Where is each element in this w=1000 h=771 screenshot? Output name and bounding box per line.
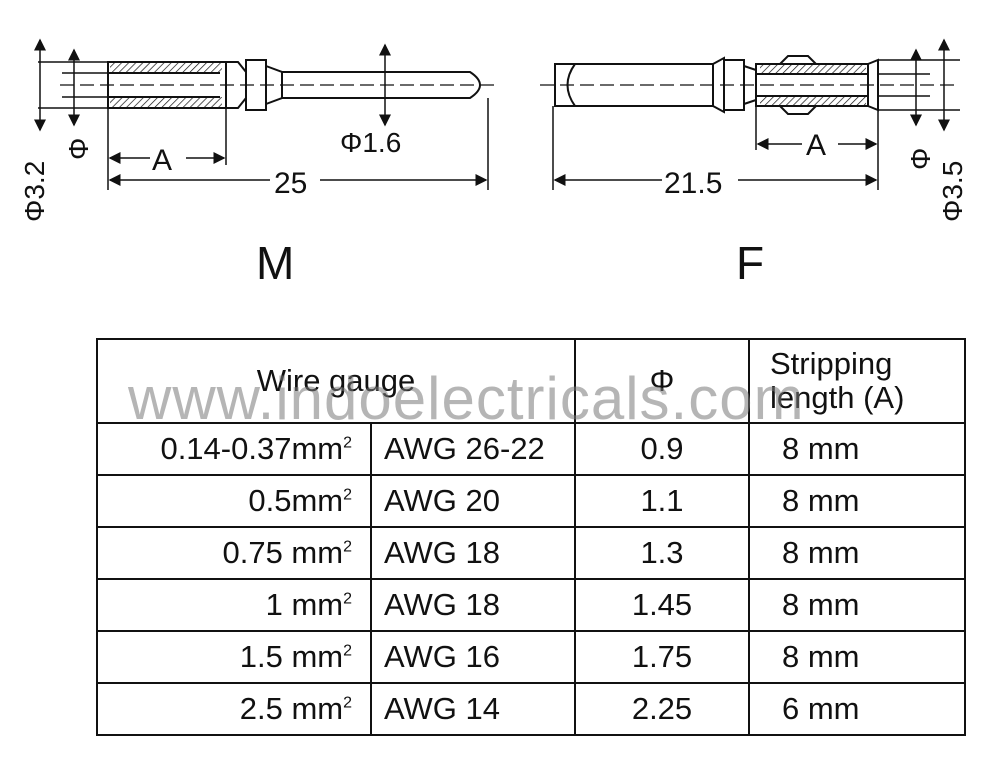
- cell-mm2: 1 mm2: [96, 578, 372, 632]
- table-row: 0.5mm2 AWG 20 1.1 8 mm: [96, 474, 966, 528]
- cell-mm2: 0.75 mm2: [96, 526, 372, 580]
- cell-length: 8 mm: [748, 630, 966, 684]
- male-label: M: [256, 237, 295, 289]
- mm2-value: 0.14-0.37mm: [160, 431, 344, 466]
- female-dim-length: 21.5: [664, 167, 722, 200]
- cell-awg: AWG 18: [370, 526, 576, 580]
- female-label: F: [736, 237, 765, 289]
- female-dim-a: A: [806, 129, 826, 162]
- mm2-value: 2.5 mm: [239, 691, 344, 726]
- cell-length: 8 mm: [748, 422, 966, 476]
- mm2-value: 1.5 mm: [239, 639, 344, 674]
- cell-awg: AWG 18: [370, 578, 576, 632]
- cell-awg: AWG 20: [370, 474, 576, 528]
- cell-phi: 1.75: [574, 630, 750, 684]
- technical-drawing: A 25 Φ1.6 Φ Φ3.2: [19, 38, 968, 222]
- female-contact: [540, 55, 960, 115]
- header-stripping-line1: Stripping: [770, 346, 893, 381]
- mm2-exponent: 2: [343, 694, 352, 712]
- cell-phi: 1.1: [574, 474, 750, 528]
- cell-awg: AWG 16: [370, 630, 576, 684]
- table-row: 0.14-0.37mm2 AWG 26-22 0.9 8 mm: [96, 422, 966, 476]
- header-phi: Φ: [574, 338, 750, 424]
- cell-length: 6 mm: [748, 682, 966, 736]
- female-dim-phi: Φ: [905, 148, 936, 170]
- cell-awg: AWG 14: [370, 682, 576, 736]
- cell-length: 8 mm: [748, 526, 966, 580]
- cell-mm2: 1.5 mm2: [96, 630, 372, 684]
- mm2-value: 0.75 mm: [222, 535, 344, 570]
- mm2-exponent: 2: [343, 434, 352, 452]
- mm2-value: 0.5mm: [248, 483, 344, 518]
- cell-awg: AWG 26-22: [370, 422, 576, 476]
- cell-length: 8 mm: [748, 474, 966, 528]
- table-row: 1 mm2 AWG 18 1.45 8 mm: [96, 578, 966, 632]
- male-dim-length: 25: [274, 167, 307, 200]
- cell-phi: 1.45: [574, 578, 750, 632]
- male-dim-phi: Φ: [63, 138, 94, 160]
- male-contact: [60, 59, 500, 111]
- female-dimensions: [552, 38, 960, 190]
- cell-length: 8 mm: [748, 578, 966, 632]
- mm2-exponent: 2: [343, 642, 352, 660]
- header-stripping-length: Stripping length (A): [748, 338, 966, 424]
- male-dim-outer: Φ3.2: [19, 161, 50, 222]
- table-header-row: Wire gauge Φ Stripping length (A): [96, 338, 966, 424]
- male-dim-pin: Φ1.6: [340, 127, 401, 158]
- cell-mm2: 2.5 mm2: [96, 682, 372, 736]
- mm2-exponent: 2: [343, 590, 352, 608]
- cell-mm2: 0.5mm2: [96, 474, 372, 528]
- cell-phi: 2.25: [574, 682, 750, 736]
- female-dim-outer: Φ3.5: [937, 161, 968, 222]
- table-row: 2.5 mm2 AWG 14 2.25 6 mm: [96, 682, 966, 736]
- mm2-value: 1 mm: [265, 587, 344, 622]
- mm2-exponent: 2: [343, 486, 352, 504]
- male-dim-a: A: [152, 144, 172, 177]
- cell-phi: 0.9: [574, 422, 750, 476]
- table-row: 1.5 mm2 AWG 16 1.75 8 mm: [96, 630, 966, 684]
- header-stripping-line2: length (A): [770, 380, 905, 415]
- header-wire-gauge: Wire gauge: [96, 338, 576, 424]
- cell-phi: 1.3: [574, 526, 750, 580]
- wire-spec-table: Wire gauge Φ Stripping length (A) 0.14-0…: [96, 338, 966, 736]
- mm2-exponent: 2: [343, 538, 352, 556]
- table-row: 0.75 mm2 AWG 18 1.3 8 mm: [96, 526, 966, 580]
- cell-mm2: 0.14-0.37mm2: [96, 422, 372, 476]
